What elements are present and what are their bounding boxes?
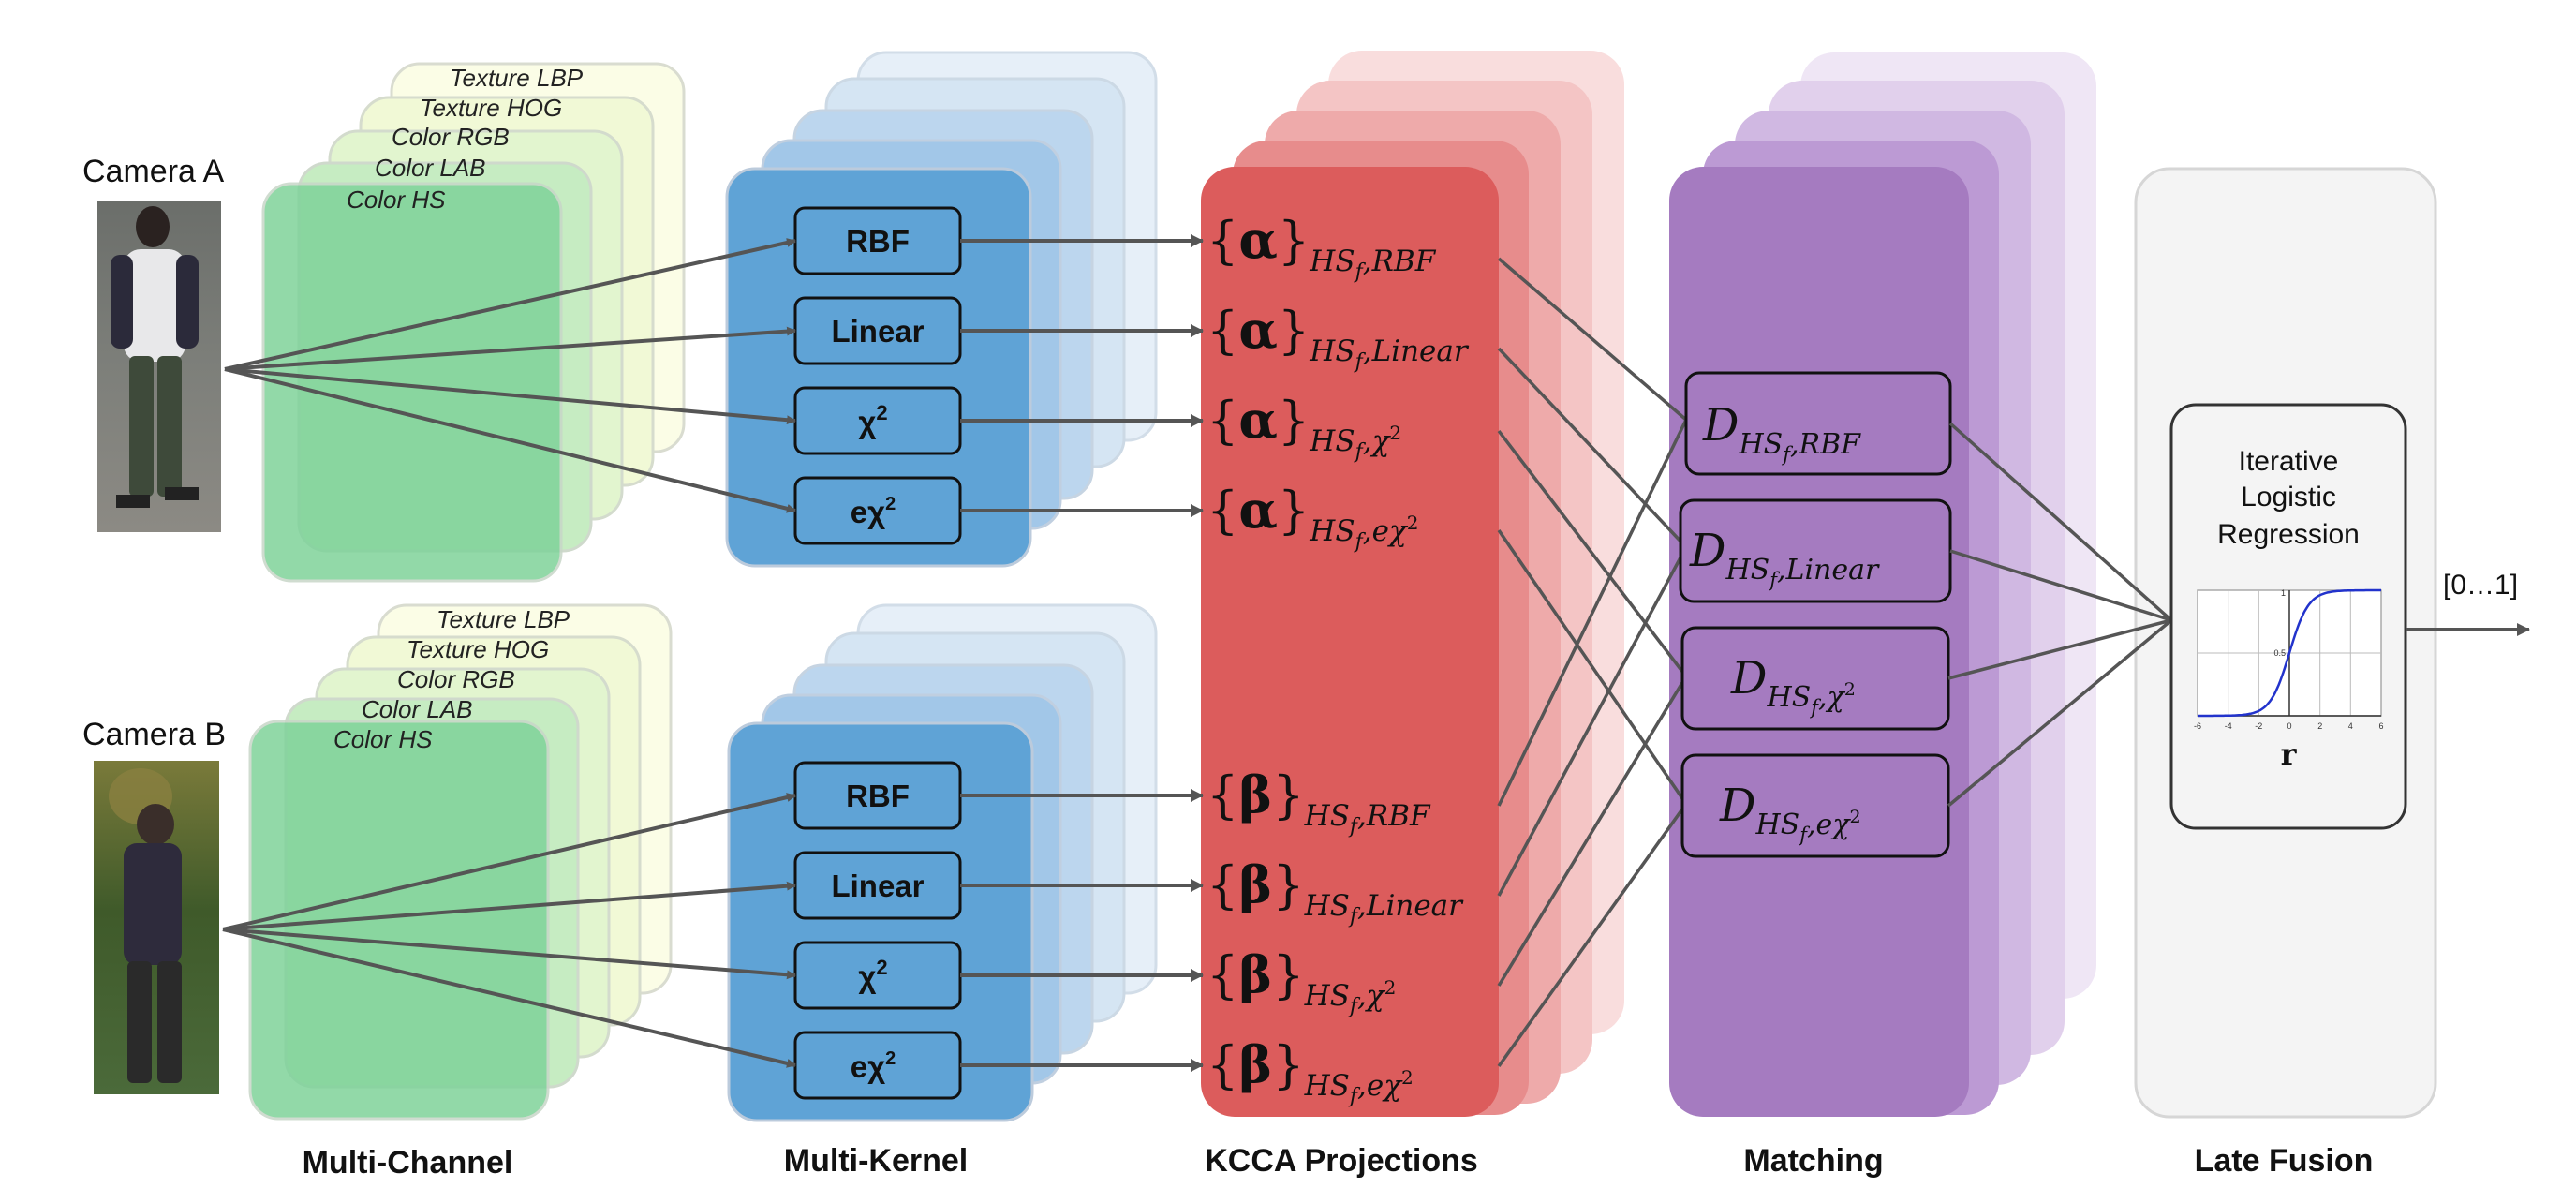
svg-text:Linear: Linear (831, 314, 924, 349)
svg-text:-4: -4 (2225, 721, 2232, 731)
sigmoid-curve (2198, 588, 2381, 718)
projection-alpha-rbf: {α}HSf,RBF (1207, 210, 1437, 284)
projection-to-matching-lines (1497, 257, 1688, 1068)
projection-beta-rbf: {β}HSf,RBF (1207, 765, 1431, 839)
projection-beta-linear: {β}HSf,Linear (1207, 854, 1464, 928)
svg-text:DHSf,Linear: DHSf,Linear (1689, 525, 1880, 591)
sigmoid-axis-label: r (2281, 736, 2298, 772)
ilr-title-line-2: Logistic (2241, 482, 2336, 512)
logistic-regression-box: Iterative Logistic Regression -6 -4 -2 0… (2169, 403, 2407, 830)
stage-label-multi-kernel: Multi-Kernel (784, 1143, 968, 1179)
matching-to-fusion-lines (1947, 422, 2173, 808)
svg-text:6: 6 (2378, 721, 2383, 731)
svg-text:DHSf,RBF: DHSf,RBF (1702, 399, 1861, 466)
stage-label-kcca-projections: KCCA Projections (1205, 1143, 1478, 1179)
kernel-box-a-linear: Linear (793, 296, 962, 365)
matching-box-chi2: DHSf,χ2 (1680, 626, 1950, 731)
svg-text:{β}HSf,RBF: {β}HSf,RBF (1207, 765, 1431, 839)
svg-text:2: 2 (2317, 721, 2322, 731)
channel-stack-b: Texture LBP Texture HOG Color RGB Color … (248, 603, 673, 1121)
channel-a-texture-lbp: Texture LBP (450, 64, 584, 92)
camera-a-label: Camera A (82, 154, 224, 189)
svg-text:0.5: 0.5 (2273, 648, 2286, 658)
projection-beta-chi2: {β}HSf,χ2 (1207, 944, 1396, 1018)
kcca-stack (1201, 51, 1624, 1117)
svg-text:eχ2: eχ2 (851, 1048, 896, 1084)
svg-text:4: 4 (2348, 721, 2353, 731)
svg-text:{β}HSf,eχ2: {β}HSf,eχ2 (1207, 1034, 1414, 1108)
stage-label-matching: Matching (1743, 1143, 1883, 1179)
ilr-title-line-3: Regression (2217, 519, 2360, 550)
svg-text:1: 1 (2281, 588, 2286, 598)
kernel-box-a-rbf: RBF (793, 206, 962, 275)
projection-beta-echi2: {β}HSf,eχ2 (1207, 1034, 1414, 1108)
kernel-to-projection-arrows (960, 234, 1204, 1072)
camera-b-group: Camera B (82, 717, 226, 1094)
ilr-title-line-1: Iterative (2239, 446, 2339, 477)
projection-alpha-linear: {α}HSf,Linear (1207, 300, 1470, 374)
kernel-box-b-echi2: eχ2 (793, 1031, 962, 1100)
svg-text:Linear: Linear (831, 869, 924, 903)
channel-a-texture-hog: Texture HOG (420, 94, 562, 122)
channel-a-color-hs: Color HS (347, 186, 446, 214)
sigmoid-plot: -6 -4 -2 0 2 4 6 1 0.5 (2194, 588, 2384, 731)
channel-a-color-rgb: Color RGB (392, 123, 510, 151)
kernel-box-a-echi2: eχ2 (793, 476, 962, 545)
svg-text:0: 0 (2287, 721, 2291, 731)
channel-b-texture-hog: Texture HOG (407, 635, 549, 663)
matching-box-linear: DHSf,Linear (1679, 498, 1952, 603)
matching-box-echi2: DHSf,eχ2 (1680, 753, 1950, 858)
output-label: [0…1] (2443, 570, 2518, 601)
svg-text:RBF: RBF (846, 779, 910, 813)
camera-a-image (97, 200, 221, 532)
channel-b-color-hs: Color HS (333, 725, 433, 753)
kernel-box-a-chi2: χ2 (793, 386, 962, 455)
svg-text:{α}HSf,RBF: {α}HSf,RBF (1207, 210, 1437, 284)
kernel-box-b-chi2: χ2 (793, 941, 962, 1010)
camera-a-fanout (224, 238, 796, 513)
kernel-box-b-rbf: RBF (793, 761, 962, 830)
projection-alpha-chi2: {α}HSf,χ2 (1207, 390, 1401, 464)
svg-text:eχ2: eχ2 (851, 494, 896, 529)
output-arrow: [0…1] (2406, 570, 2530, 636)
svg-text:DHSf,eχ2: DHSf,eχ2 (1719, 780, 1861, 846)
channel-stack-a: Texture LBP Texture HOG Color RGB Color … (261, 62, 686, 583)
camera-b-fanout (222, 793, 796, 1068)
matching-box-rbf: DHSf,RBF (1684, 371, 1952, 476)
svg-text:{α}HSf,Linear: {α}HSf,Linear (1207, 300, 1470, 374)
stage-label-multi-channel: Multi-Channel (303, 1145, 513, 1181)
svg-text:DHSf,χ2: DHSf,χ2 (1730, 652, 1856, 719)
camera-b-image (94, 761, 219, 1094)
svg-text:{β}HSf,Linear: {β}HSf,Linear (1207, 854, 1464, 928)
channel-b-color-rgb: Color RGB (397, 665, 515, 693)
svg-text:{β}HSf,χ2: {β}HSf,χ2 (1207, 944, 1396, 1018)
svg-text:{α}HSf,χ2: {α}HSf,χ2 (1207, 390, 1401, 464)
channel-a-color-lab: Color LAB (375, 154, 486, 182)
svg-text:-2: -2 (2255, 721, 2262, 731)
svg-text:χ2: χ2 (858, 956, 887, 994)
stage-label-late-fusion: Late Fusion (2195, 1143, 2374, 1179)
svg-text:χ2: χ2 (858, 401, 887, 439)
kernel-box-b-linear: Linear (793, 851, 962, 920)
channel-b-texture-lbp: Texture LBP (437, 605, 570, 633)
projection-alpha-echi2: {α}HSf,eχ2 (1207, 480, 1418, 554)
camera-b-label: Camera B (82, 717, 226, 752)
svg-text:RBF: RBF (846, 224, 910, 259)
channel-b-color-lab: Color LAB (362, 695, 473, 723)
camera-a-group: Camera A (82, 154, 224, 532)
svg-text:{α}HSf,eχ2: {α}HSf,eχ2 (1207, 480, 1418, 554)
svg-text:-6: -6 (2194, 721, 2201, 731)
